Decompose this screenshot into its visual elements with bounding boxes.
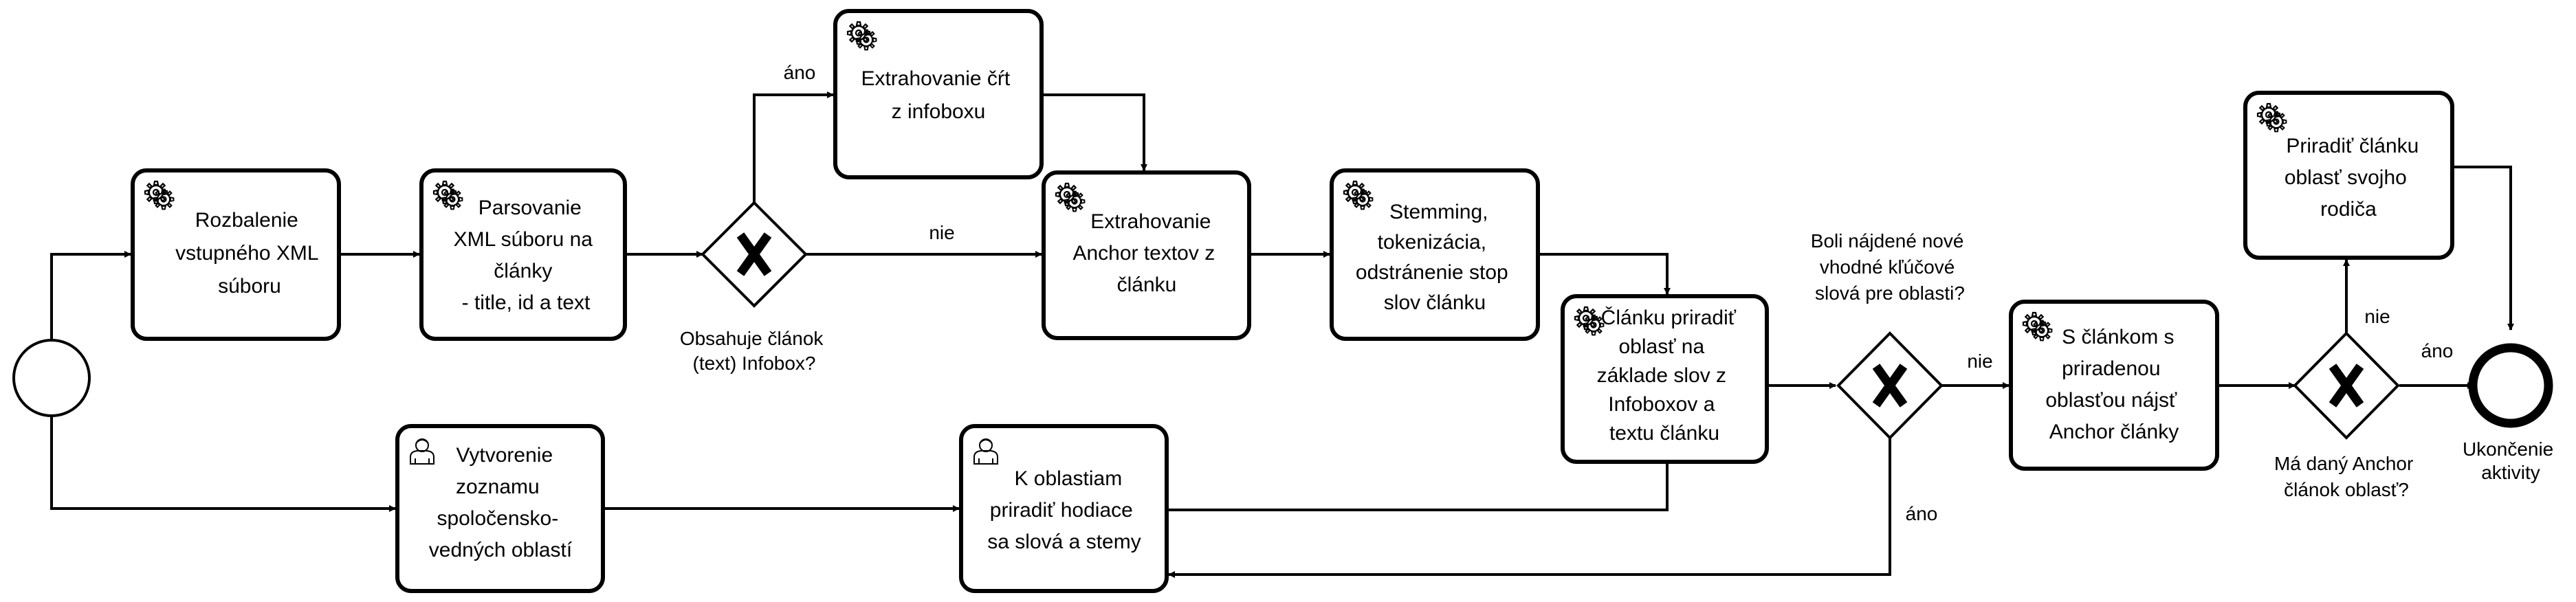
gateway-infobox-no-label: nie (929, 222, 954, 243)
x-icon (736, 232, 772, 276)
svg-text:S článkom s priradenou: S článkom s priradenou oblasťou nájsť An… (2045, 326, 2182, 443)
flow-parent-to-end (2454, 166, 2514, 331)
x-icon (2329, 364, 2364, 408)
gateway-keywords: Boli nájdené nové vhodné kľúčové slová p… (1811, 230, 1993, 524)
gateway-infobox-question: Obsahuje článok (text) Infobox? (680, 328, 828, 374)
flow-keywords-yes (1168, 438, 1891, 578)
gateway-keywords-yes-label: áno (1906, 503, 1938, 524)
task-unpack: Rozbalenie vstupného XML súboru (131, 168, 341, 341)
task-extract-features: Extrahovanie čŕt z infoboxu (833, 9, 1044, 179)
svg-text:Extrahovanie Anchor text: Extrahovanie Anchor textov z článku (1072, 210, 1220, 296)
gateway-anchor: Má daný Anchor článok oblasť? nie áno (2274, 306, 2453, 500)
task-parent-area: Priradiť článku oblasť svojho rodiča (2243, 91, 2454, 260)
svg-text:Článku priradiť oblasť n: Článku priradiť oblasť na základe slov z… (1597, 306, 1742, 445)
flow-features-to-anchor (1044, 93, 1147, 171)
task-assign-rating: K oblastiam priradiť hodiace sa slová a … (959, 424, 1169, 593)
svg-text:Vytvorenie zoznamu: Vytvorenie zoznamu spoločensko- vedných … (429, 444, 573, 561)
svg-text:Extrahovanie čŕt z infob: Extrahovanie čŕt z infoboxu (861, 67, 1015, 123)
flow-start-to-unpack (50, 251, 131, 352)
task-stemming: Stemming, tokenizácia, odstránenie stop … (1330, 168, 1540, 341)
task-find-anchor: S článkom s priradenou oblasťou nájsť An… (2009, 300, 2219, 471)
gateway-keywords-question: Boli nájdené nové vhodné kľúčové slová p… (1811, 230, 1969, 304)
end-event (2468, 343, 2553, 428)
task-assign-area: Článku priradiť oblasť na základe slov z… (1561, 294, 1769, 464)
gateway-anchor-question: Má daný Anchor článok oblasť? (2274, 453, 2419, 500)
x-icon (1872, 364, 1908, 408)
end-event-label: Ukončenie aktivity (2463, 438, 2559, 483)
svg-text:Stemming, tokenizácia,: Stemming, tokenizácia, odstránenie stop … (1356, 201, 1514, 314)
svg-text:Rozbalenie vstupného XML: Rozbalenie vstupného XML súboru (175, 209, 324, 298)
svg-text:K oblastiam priradiť hod: K oblastiam priradiť hodiace sa slová a … (987, 467, 1141, 553)
gateway-anchor-no-label: nie (2364, 306, 2390, 327)
svg-text:Priradiť článku oblasť s: Priradiť článku oblasť svojho rodiča (2285, 135, 2425, 221)
gateway-anchor-yes-label: áno (2421, 340, 2454, 361)
gateway-infobox: Obsahuje článok (text) Infobox? áno nie (680, 62, 955, 374)
task-extract-anchor: Extrahovanie Anchor textov z článku (1042, 170, 1251, 340)
flow-start-to-create-list (50, 404, 396, 512)
task-create-list: Vytvorenie zoznamu spoločensko- vedných … (395, 424, 605, 593)
flow-gateway-yes (753, 91, 834, 203)
task-parse: Parsovanie XML súboru na články - title,… (419, 168, 627, 341)
flow-stemming-to-assign (1540, 253, 1671, 295)
start-event (12, 339, 91, 417)
svg-text:Parsovanie XML súboru na: Parsovanie XML súboru na články - title,… (454, 197, 599, 314)
gateway-infobox-yes-label: áno (784, 62, 816, 83)
gateway-keywords-no-label: nie (1967, 350, 1992, 372)
